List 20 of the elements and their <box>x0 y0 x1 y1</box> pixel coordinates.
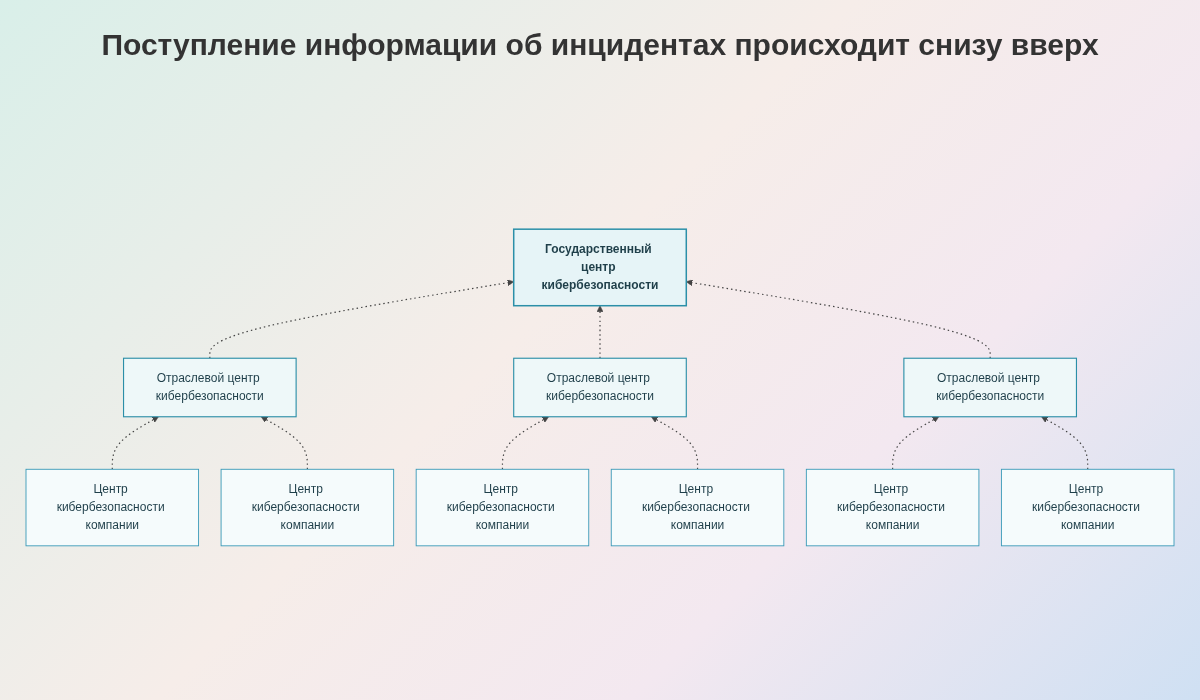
node-box: Государственный центр кибербезопасности <box>512 228 688 307</box>
arrow <box>209 279 514 359</box>
node-box: Отраслевой центр кибербезопасности <box>903 357 1078 418</box>
node-box: Центр кибербезопасности компании <box>610 468 785 547</box>
node-box: Центр кибербезопасности компании <box>220 468 395 547</box>
node-box: Отраслевой центр кибербезопасности <box>122 357 297 418</box>
node-box: Центр кибербезопасности компании <box>25 468 200 547</box>
node-box: Отраслевой центр кибербезопасности <box>513 357 687 418</box>
node-box: Центр кибербезопасности компании <box>415 468 590 547</box>
node-box: Центр кибербезопасности компании <box>805 468 980 547</box>
arrow <box>596 305 604 359</box>
arrow <box>111 416 159 470</box>
arrow <box>686 279 991 359</box>
title: Поступление информации об инцидентах происходит снизу вверх <box>100 27 1100 62</box>
arrow <box>260 416 308 470</box>
arrow <box>501 416 549 470</box>
arrow <box>892 416 940 470</box>
arrow <box>1041 416 1089 470</box>
node-box: Центр кибербезопасности компании <box>1000 468 1175 547</box>
arrow <box>651 416 699 470</box>
